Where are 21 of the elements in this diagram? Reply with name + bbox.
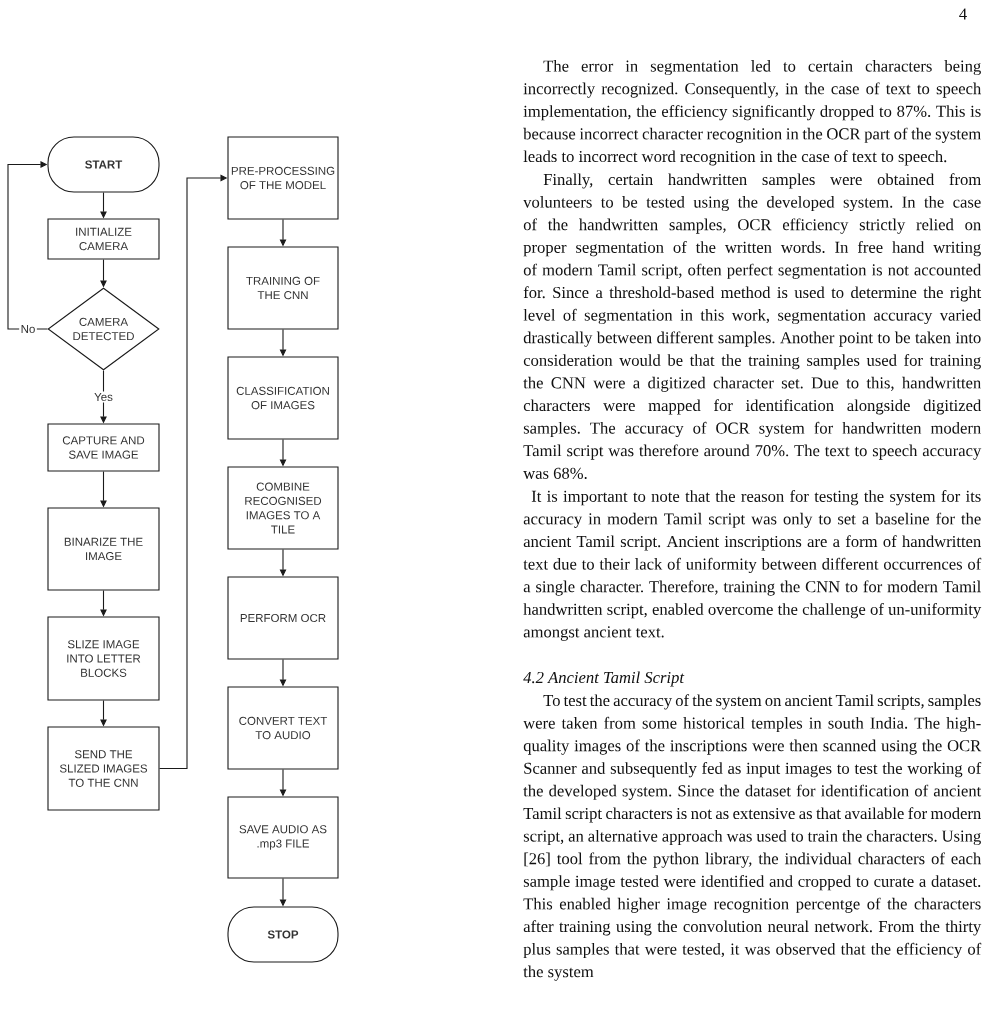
- process-box: PRE-PROCESSING OF THE MODEL: [227, 136, 339, 220]
- process-box: SEND THE SLIZED IMAGES TO THE CNN: [47, 726, 160, 811]
- process-box: BINARIZE THE IMAGE: [47, 507, 160, 591]
- process-box: CAPTURE AND SAVE IMAGE: [47, 423, 160, 472]
- arrow: [7, 161, 48, 330]
- process-box: SAVE AUDIO AS .mp3 FILE: [227, 796, 339, 879]
- section-heading: 4.2 Ancient Tamil Script: [523, 671, 685, 687]
- page-number: 4: [959, 8, 967, 20]
- process-box: SLIZE IMAGE INTO LETTER BLOCKS: [47, 616, 160, 701]
- process-box: CONVERT TEXT TO AUDIO: [227, 686, 339, 770]
- process-box: PERFORM OCR: [227, 576, 339, 660]
- process-box: INITIALIZE CAMERA: [47, 218, 160, 260]
- paragraph: The error in segmentation led to certain characters being incorrectly recognized. Consequently, in the case of text to speech implementation, the efficiency significantly dropped to 87%. This is because incorrect character recognition in the OCR part of the system leads to incorrect word recognition in the case of text to speech.: [523, 60, 982, 166]
- paragraph: Finally, certain handwritten samples were obtained from volunteers to be tested using the developed system. In the case of the handwritten samples, OCR efficiency strictly relied on proper segmentation of the written words. In free hand writing of modern Tamil script, often perfect segmentation is not accounted for. Since a threshold-based method is used to determine the right level of segmentation in this work, segmentation accuracy varied drastically between different samples. Another point to be taken into consideration would be that the training samples used for training the CNN were a digitized character set. Due to this, handwritten characters were mapped for identification alongside digitized samples. The accuracy of OCR system for handwritten modern Tamil script was therefore around 70%. The text to speech accuracy was 68%.: [523, 173, 982, 479]
- paragraph: To test the accuracy of the system on ancient Tamil scripts, samples were taken from some historical temples in south India. The high-quality images of the inscriptions were then scanned using the OCR Scanner and subsequently fed as input images to test the working of the developed system. Since the dataset for identification of ancient Tamil script characters is not as extensive as that available for modern script, an alternative approach was used to train the characters. Using [26] tool from the python library, the individual characters of each sample image tested were identified and cropped to curate a dataset. This enabled higher image recognition percentge of the characters after training using the convolution neural network. From the thirty plus samples that were tested, it was observed that the efficiency of the system: [523, 694, 982, 981]
- process-box: TRAINING OF THE CNN: [227, 246, 339, 330]
- process-box: COMBINE RECOGNISED IMAGES TO A TILE: [227, 466, 339, 550]
- edge-label: Yes: [92, 391, 115, 403]
- process-box: CLASSIFICATION OF IMAGES: [227, 356, 339, 440]
- edge-label: No: [19, 323, 37, 335]
- paragraph: It is important to note that the reason for testing the system for its accuracy in modern Tamil script was only to set a baseline for the ancient Tamil script. Ancient inscriptions are a form of handwritten text due to their lack of uniformity between different occurrences of a single character. Therefore, training the CNN to for modern Tamil handwritten script, enabled overcome the challenge of un-uniformity amongst ancient text.: [523, 490, 982, 641]
